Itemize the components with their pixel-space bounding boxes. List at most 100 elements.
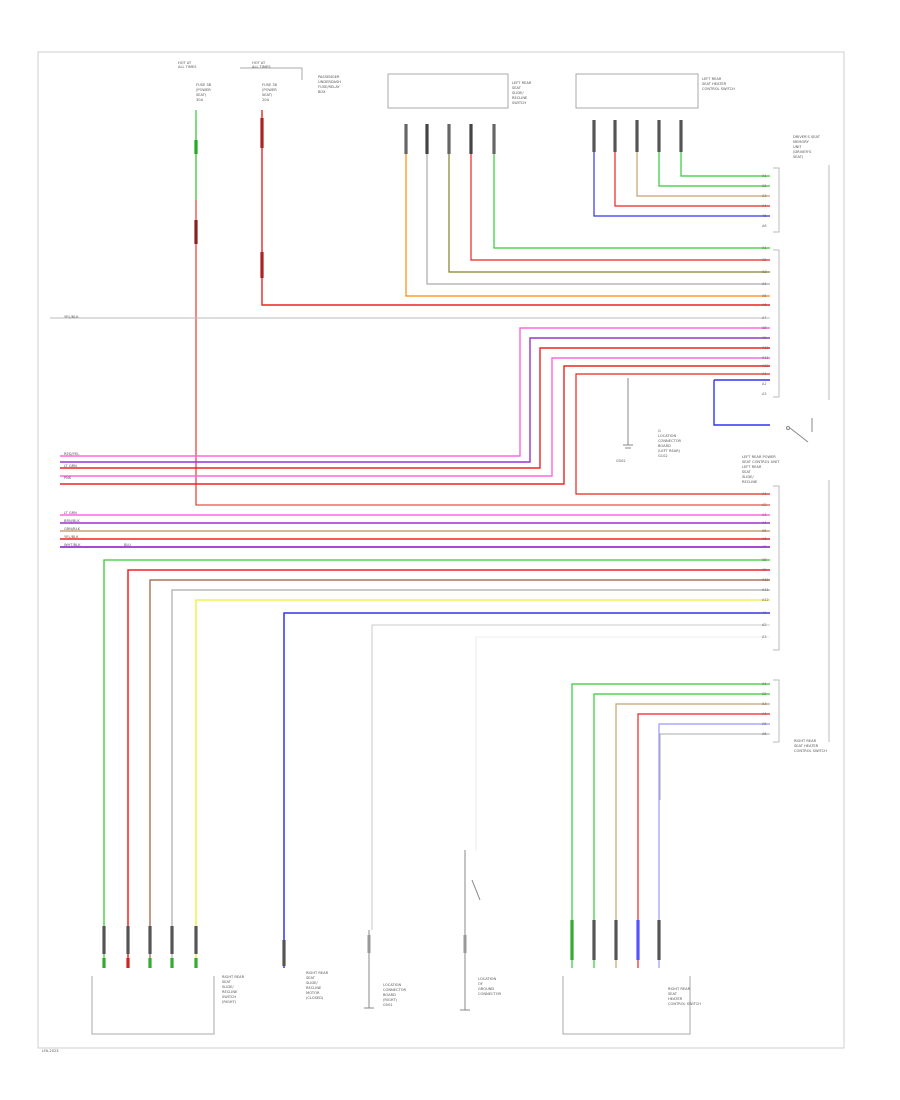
rr-switch-text-line: SLIDE/ bbox=[222, 985, 234, 989]
wire-lrs-4 bbox=[470, 124, 770, 261]
pin-label: A1 bbox=[762, 174, 766, 178]
wire-tag: YEL/BLK bbox=[64, 315, 79, 319]
rr-motor-text-line: SEAT bbox=[306, 976, 316, 980]
rr-switch-text-line: RECLINE bbox=[222, 990, 238, 994]
fuse-left-terminal-lower bbox=[194, 220, 198, 244]
pin-label: A5 bbox=[762, 214, 766, 218]
wire-purple-a bbox=[60, 337, 770, 463]
pin-label: A2 bbox=[762, 503, 766, 507]
rr-switch-pin-4 bbox=[170, 958, 174, 968]
pin-label: A8 bbox=[762, 326, 766, 330]
rr-motor-terminal bbox=[282, 940, 286, 966]
rr-switch-pin-1 bbox=[102, 958, 106, 968]
fuse-left-title-line: HOT AT bbox=[178, 61, 192, 65]
wire-pink-b bbox=[60, 357, 770, 477]
wire-fuse-right-red bbox=[261, 110, 770, 306]
left-heater-switch-text-line: CONTROL SWITCH bbox=[702, 87, 735, 91]
lrs-terminal-2 bbox=[425, 124, 429, 154]
wire-tag: LT GRN bbox=[64, 511, 77, 515]
pin-label: A6 bbox=[762, 303, 766, 307]
rr-switch-terminal-3 bbox=[148, 926, 152, 954]
rr-switch-text-line: SWITCH bbox=[222, 995, 236, 999]
pin-label: A10 bbox=[762, 346, 769, 350]
right-upper-text-line: (DRIVER'S bbox=[793, 150, 812, 154]
lrs-terminal-1 bbox=[404, 124, 408, 154]
wire-fan-yellow bbox=[195, 599, 770, 968]
pin-label: A1 bbox=[762, 492, 766, 496]
gnd-b-text-line: GROUND bbox=[478, 987, 494, 991]
gnd-a-text-line: LOCATION bbox=[383, 983, 401, 987]
rr-switch-pin-5 bbox=[194, 958, 198, 968]
ground-mid-text-line: LOCATION bbox=[658, 434, 676, 438]
wire-fan-blue bbox=[283, 612, 770, 968]
left-rear-switch-text-line: SWITCH bbox=[512, 101, 526, 105]
pin-label: A2 bbox=[762, 382, 766, 386]
fuse-left-text-line: (POWER bbox=[196, 88, 211, 92]
right-middle-text-line: RECLINE bbox=[742, 480, 758, 484]
pin-label: A10 bbox=[762, 578, 769, 582]
gnd-a-text-line: BOARD bbox=[383, 993, 396, 997]
rr-switch-pin-2 bbox=[126, 958, 130, 968]
fuse-right-text-line: 20A bbox=[262, 98, 270, 102]
connector-blocks bbox=[102, 118, 683, 968]
ground-mid-text-line: G bbox=[658, 429, 661, 433]
rr-motor-text-line: (CLOSED) bbox=[306, 996, 324, 1000]
ground-symbol-bottom-a bbox=[364, 930, 374, 1009]
pin-label: A3 bbox=[762, 513, 766, 517]
pin-label: A6 bbox=[762, 732, 766, 736]
rr-heater-text-line: SEAT bbox=[668, 992, 678, 996]
gnd-b-text-line: CONNECTOR bbox=[478, 992, 502, 996]
wire-rhs-5 bbox=[658, 723, 770, 968]
rr-switch-text-line: (RIGHT) bbox=[222, 1000, 237, 1004]
ground-symbol-bottom-b bbox=[460, 850, 481, 1011]
passenger-box-text-line: BOX bbox=[318, 90, 326, 94]
right-upper-text-line: SEAT) bbox=[793, 155, 804, 159]
wire-lhs-4 bbox=[658, 124, 770, 187]
ground-mid-text-line: BOARD bbox=[658, 444, 671, 448]
right-middle-text-line: SLIDE/ bbox=[742, 475, 754, 479]
rhs-bottom-terminal-5 bbox=[657, 920, 661, 960]
right-lower-text-line: RIGHT REAR bbox=[794, 739, 817, 743]
wire-rhs-3 bbox=[615, 703, 770, 968]
lhs-terminal-1 bbox=[592, 120, 596, 152]
pin-label: A9 bbox=[762, 568, 766, 572]
wire-tag: BRN/BLK bbox=[64, 519, 80, 523]
left-rear-switch-text-line: SEAT bbox=[512, 86, 522, 90]
pin-label: A1 bbox=[762, 372, 766, 376]
right-middle-text-line: SEAT bbox=[742, 470, 752, 474]
gnd-a-text-line: (RIGHT) bbox=[383, 998, 398, 1002]
wire-tag: WHT/BLK bbox=[64, 543, 81, 547]
pin-label: A6 bbox=[762, 224, 766, 228]
pin-label: A11 bbox=[762, 588, 769, 592]
pin-label: A1 bbox=[762, 611, 766, 615]
wire-rhs-4 bbox=[637, 713, 770, 968]
pin-label: A4 bbox=[762, 712, 766, 716]
rr-motor-text-line: SLIDE/ bbox=[306, 981, 318, 985]
wire-red-c bbox=[575, 373, 770, 495]
pin-label: A5 bbox=[762, 722, 766, 726]
wire-lrs-5 bbox=[493, 124, 770, 249]
right-middle-text-line: SEAT CONTROL UNIT bbox=[742, 460, 780, 464]
pin-label: A2 bbox=[762, 692, 766, 696]
lhs-terminal-3 bbox=[635, 120, 639, 152]
lrs-terminal-3 bbox=[447, 124, 451, 154]
fuse-left-terminal bbox=[194, 140, 198, 154]
wires bbox=[50, 110, 770, 968]
passenger-box-text-line: UNDERDASH bbox=[318, 80, 341, 84]
wire-red-b bbox=[60, 365, 770, 485]
left-rear-switch-text-line: SLIDE/ bbox=[512, 91, 524, 95]
passenger-box-text-line: FUSE/RELAY bbox=[318, 85, 340, 89]
rr-switch-terminal-5 bbox=[194, 926, 198, 954]
right-middle-text-line: LEFT REAR bbox=[742, 465, 762, 469]
connector-brackets bbox=[773, 165, 830, 743]
wire-tag: GRN/BLK bbox=[64, 527, 81, 531]
gnd-b-text-line: OF bbox=[478, 982, 483, 986]
wire-lrs-1 bbox=[405, 124, 770, 297]
lhs-terminal-5 bbox=[679, 120, 683, 152]
wire-tag: LT GRN bbox=[64, 464, 77, 468]
wire-rhs-2 bbox=[593, 693, 770, 968]
fuse-left-text-line: SEAT) bbox=[196, 93, 207, 97]
wire-lhs-1 bbox=[593, 124, 770, 217]
right-lower-text-line: CONTROL SWITCH bbox=[794, 749, 827, 753]
rr-switch-pin-3 bbox=[148, 958, 152, 968]
